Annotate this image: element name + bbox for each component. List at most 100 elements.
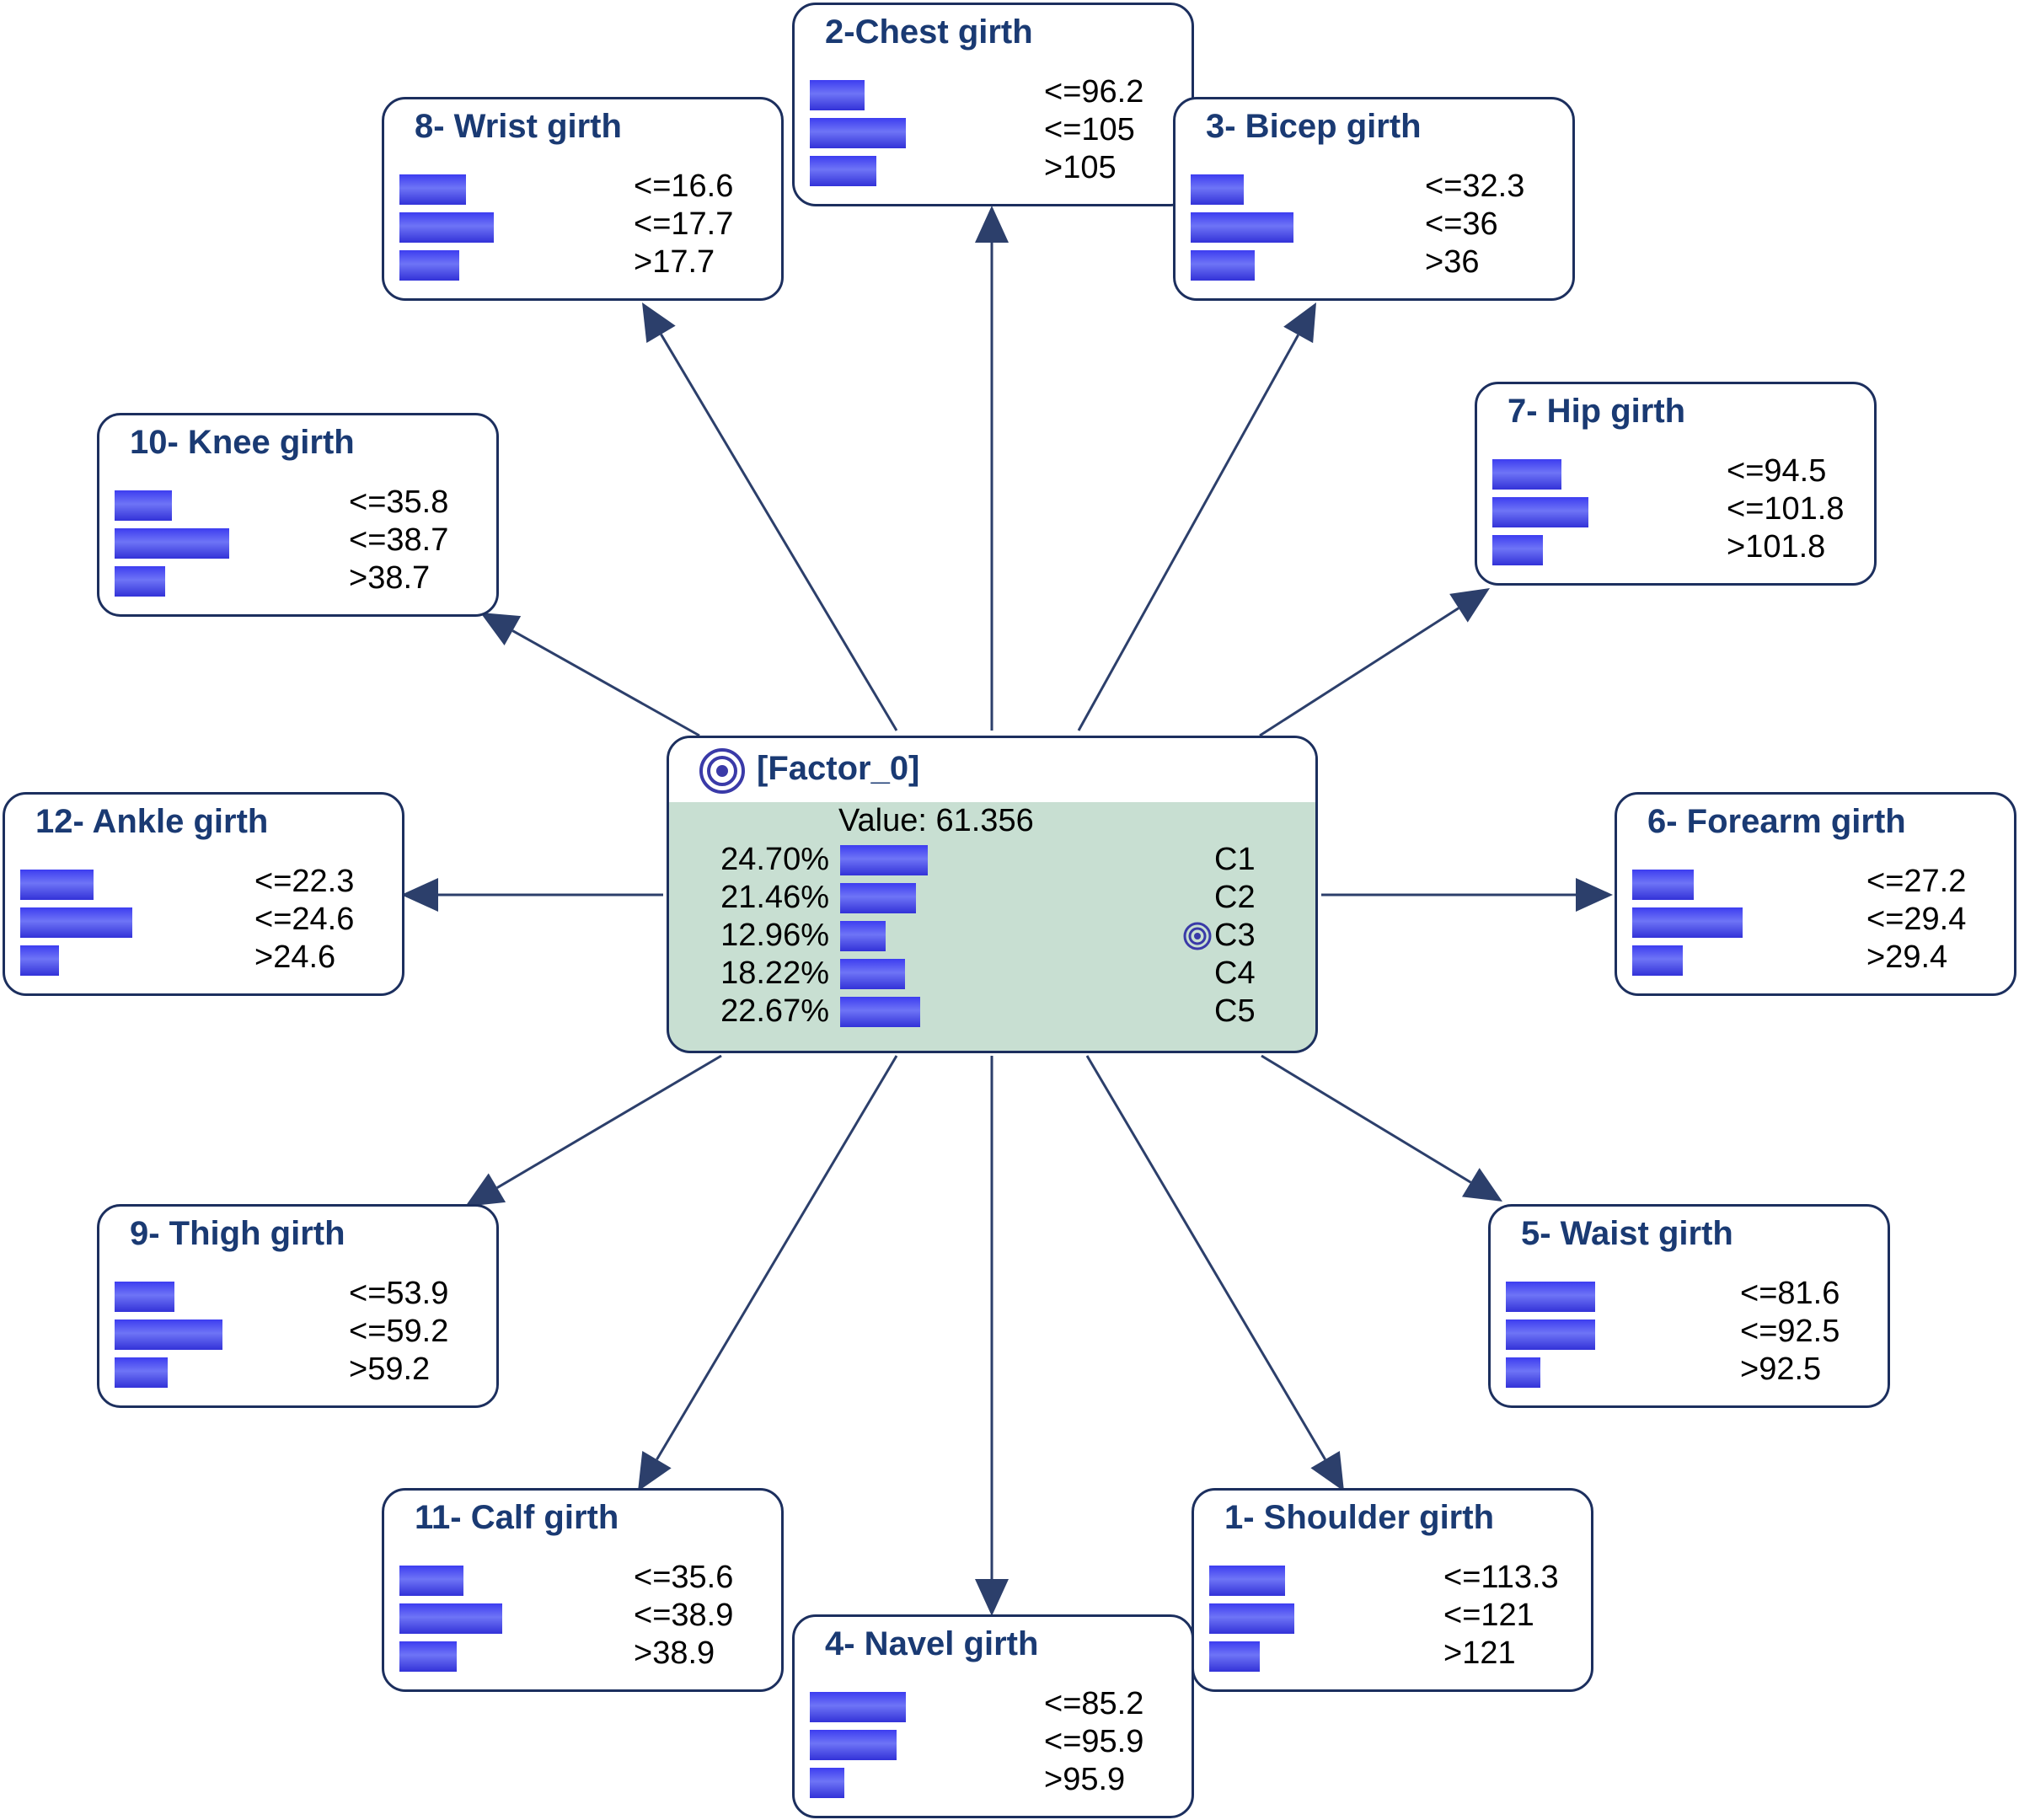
state-probability-bar [840,921,886,951]
probability-bar [1506,1282,1595,1312]
probability-bar [1209,1641,1260,1672]
state-label: C4 [1214,956,1256,991]
node-title: 5- Waist girth [1521,1215,1733,1252]
state-label: C1 [1214,842,1256,877]
target-node-value: Value: 61.356 [838,803,1034,838]
edge-factor-to-n10 [511,629,700,737]
state-probability-bar [840,959,905,989]
bin-label: <=85.2 [1044,1686,1144,1721]
target-state-icon [1183,922,1212,950]
node-n5[interactable]: 5- Waist girth<=81.6<=92.5>92.5 [1488,1204,1890,1408]
node-n6[interactable]: 6- Forearm girth<=27.2<=29.4>29.4 [1615,792,2016,996]
bin-label: >17.7 [634,244,715,280]
probability-bar [399,174,466,205]
arrowhead-n6 [1576,878,1613,912]
probability-bar [115,528,229,559]
bin-label: <=27.2 [1866,864,1967,899]
probability-bar [810,80,865,110]
node-title: 11- Calf girth [415,1499,619,1536]
state-percentage: 22.67% [720,993,829,1029]
bin-label: <=36 [1425,206,1498,242]
probability-bar [1632,870,1694,900]
bin-label: <=22.3 [254,864,355,899]
probability-bar [1632,945,1683,976]
probability-bar [399,1641,457,1672]
probability-bar [810,1730,897,1760]
bin-label: <=38.9 [634,1598,734,1633]
probability-bar [1506,1320,1595,1350]
node-n11[interactable]: 11- Calf girth<=35.6<=38.9>38.9 [382,1488,784,1692]
bin-label: <=29.4 [1866,902,1967,937]
probability-bar [20,907,132,938]
node-n9[interactable]: 9- Thigh girth<=53.9<=59.2>59.2 [97,1204,499,1408]
bin-label: <=101.8 [1727,491,1845,527]
arrowhead-n12 [401,878,438,912]
probability-bar [115,1320,222,1350]
node-title: 6- Forearm girth [1647,803,1906,840]
node-n2[interactable]: 2-Chest girth<=96.2<=105>105 [792,3,1194,206]
arrowhead-n4 [975,1579,1009,1616]
probability-bar [115,1282,174,1312]
arrowhead-n11 [638,1450,672,1491]
probability-bar [810,1768,844,1798]
bin-label: <=121 [1443,1598,1534,1633]
bin-label: >59.2 [349,1352,431,1387]
probability-bar [20,870,94,900]
probability-bar [1209,1566,1285,1596]
target-node-header [669,738,1315,802]
bin-label: <=105 [1044,112,1135,147]
arrowhead-n3 [1283,302,1316,344]
probability-bar [399,212,494,243]
bin-label: <=35.6 [634,1560,734,1595]
edge-factor-to-n11 [656,1055,898,1460]
edge-factor-to-n8 [660,334,898,731]
probability-bar [115,1357,168,1388]
probability-bar [1632,907,1743,938]
node-n12[interactable]: 12- Ankle girth<=22.3<=24.6>24.6 [3,792,404,996]
node-title: 1- Shoulder girth [1224,1499,1494,1536]
node-n8[interactable]: 8- Wrist girth<=16.6<=17.7>17.7 [382,97,784,301]
bin-label: >38.7 [349,560,431,596]
arrowhead-n7 [1449,588,1490,623]
node-n4[interactable]: 4- Navel girth<=85.2<=95.9>95.9 [792,1614,1194,1818]
bin-label: <=81.6 [1740,1276,1840,1311]
probability-bar [20,945,59,976]
edge-factor-to-n9 [496,1054,722,1189]
bin-label: >121 [1443,1635,1516,1671]
target-node-title: [Factor_0] [757,750,920,787]
target-icon [699,748,745,794]
node-n3[interactable]: 3- Bicep girth<=32.3<=36>36 [1173,97,1575,301]
bin-label: <=95.9 [1044,1724,1144,1759]
node-title: 8- Wrist girth [415,108,622,145]
bin-label: <=92.5 [1740,1314,1840,1349]
probability-bar [1191,212,1293,243]
bin-label: <=35.8 [349,484,449,520]
state-label: C3 [1214,918,1256,953]
node-n7[interactable]: 7- Hip girth<=94.5<=101.8>101.8 [1475,382,1877,586]
state-probability-bar [840,883,916,913]
probability-bar [1191,250,1255,281]
node-n10[interactable]: 10- Knee girth<=35.8<=38.7>38.7 [97,413,499,617]
arrowhead-n5 [1462,1168,1502,1202]
node-title: 9- Thigh girth [130,1215,345,1252]
edge-factor-to-n3 [1077,334,1299,731]
bin-label: <=59.2 [349,1314,449,1349]
edge-factor-to-n7 [1259,607,1459,737]
bin-label: <=96.2 [1044,74,1144,110]
probability-bar [1506,1357,1540,1388]
edge-factor-to-n5 [1261,1054,1472,1184]
node-n1[interactable]: 1- Shoulder girth <=113.3<=121>121 [1192,1488,1593,1692]
bin-label: >36 [1425,244,1480,280]
probability-bar [1492,459,1561,490]
bin-label: <=17.7 [634,206,734,242]
state-label: C5 [1214,993,1256,1029]
bin-label: <=53.9 [349,1276,449,1311]
bin-label: >95.9 [1044,1762,1126,1797]
arrowhead-n2 [975,206,1009,243]
state-percentage: 12.96% [720,918,829,953]
edge-factor-to-n1 [1085,1055,1326,1460]
node-title: 7- Hip girth [1508,393,1686,430]
bin-label: <=113.3 [1443,1560,1559,1595]
